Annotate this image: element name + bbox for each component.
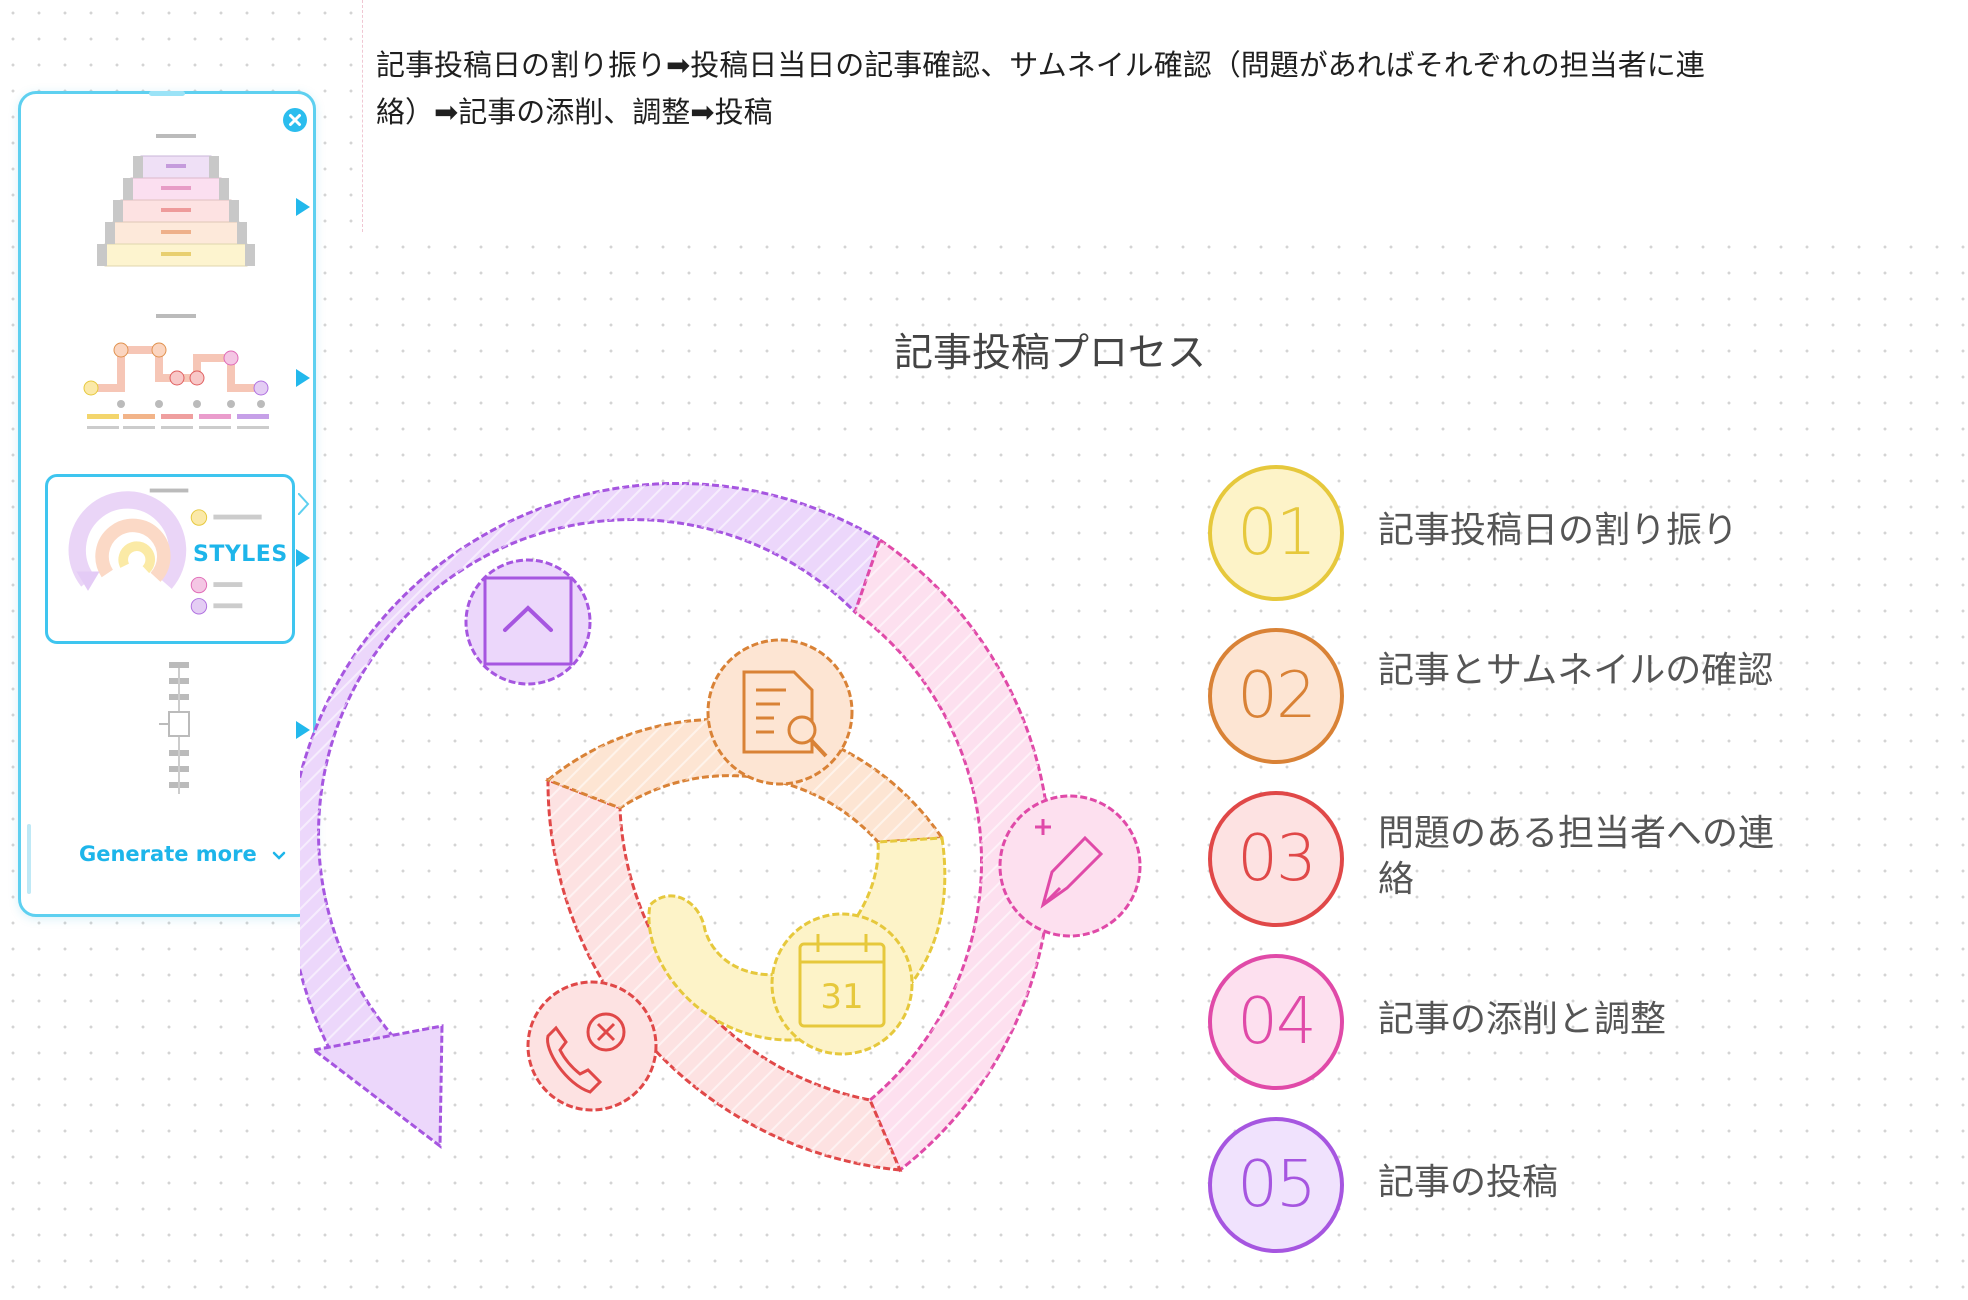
calendar-icon[interactable]: 31 [770, 912, 914, 1056]
chevron-up-box-icon[interactable] [464, 558, 592, 686]
step-03-label[interactable]: 問題のある担当者への連絡 [1378, 813, 1775, 900]
segment-03-arc [546, 777, 903, 1172]
panel-grip[interactable] [149, 91, 185, 96]
prompt-text[interactable]: 記事投稿日の割り振り➡投稿日当日の記事確認、サムネイル確認（問題があればそれぞれ… [376, 48, 1705, 129]
segment-02-arc [545, 717, 945, 844]
step-03-number[interactable]: 03 [1208, 791, 1344, 927]
spiral-process-graphic[interactable]: 31 [300, 480, 1160, 1180]
step-04-number[interactable]: 04 [1208, 954, 1344, 1090]
selection-pointer [298, 493, 310, 515]
style-thumbnail-pyramid[interactable] [61, 126, 291, 286]
step-05-label[interactable]: 記事の投稿 [1378, 1162, 1559, 1203]
step-01-label[interactable]: 記事投稿日の割り振り [1378, 510, 1739, 551]
pen-edit-icon[interactable] [998, 794, 1142, 938]
generate-more-label: Generate more [79, 842, 257, 866]
step-01-number[interactable]: 01 [1208, 465, 1344, 601]
play-arrow-icon[interactable] [295, 368, 311, 388]
segment-04-arc [853, 537, 1052, 1173]
step-02-number[interactable]: 02 [1208, 628, 1344, 764]
step-05-number[interactable]: 05 [1208, 1117, 1344, 1253]
play-arrow-icon[interactable] [295, 720, 311, 740]
style-thumbnail-timeline[interactable] [61, 306, 291, 466]
style-panel: STYLES Generate more [18, 91, 316, 917]
phone-cancel-icon[interactable] [526, 980, 658, 1112]
styles-label[interactable]: STYLES [193, 542, 288, 567]
play-arrow-icon[interactable] [295, 197, 311, 217]
generate-more-button[interactable]: Generate more [79, 842, 286, 866]
step-02-label[interactable]: 記事とサムネイルの確認 [1378, 650, 1774, 691]
play-arrow-icon[interactable] [295, 548, 311, 568]
style-thumbnail-flowchart[interactable] [61, 654, 291, 814]
document-search-icon[interactable] [706, 638, 854, 786]
close-circle-icon[interactable] [281, 106, 309, 134]
diagram-title[interactable]: 記事投稿プロセス [893, 331, 1206, 376]
prompt-area[interactable] [362, 0, 1968, 232]
style-thumbnail-spiral-selected[interactable] [45, 474, 295, 644]
panel-scrollbar[interactable] [27, 824, 31, 894]
calendar-icon-text: 31 [820, 977, 863, 1017]
segment-05-arc [300, 481, 882, 1149]
step-04-label[interactable]: 記事の添削と調整 [1378, 999, 1667, 1040]
chevron-down-icon [272, 851, 286, 860]
